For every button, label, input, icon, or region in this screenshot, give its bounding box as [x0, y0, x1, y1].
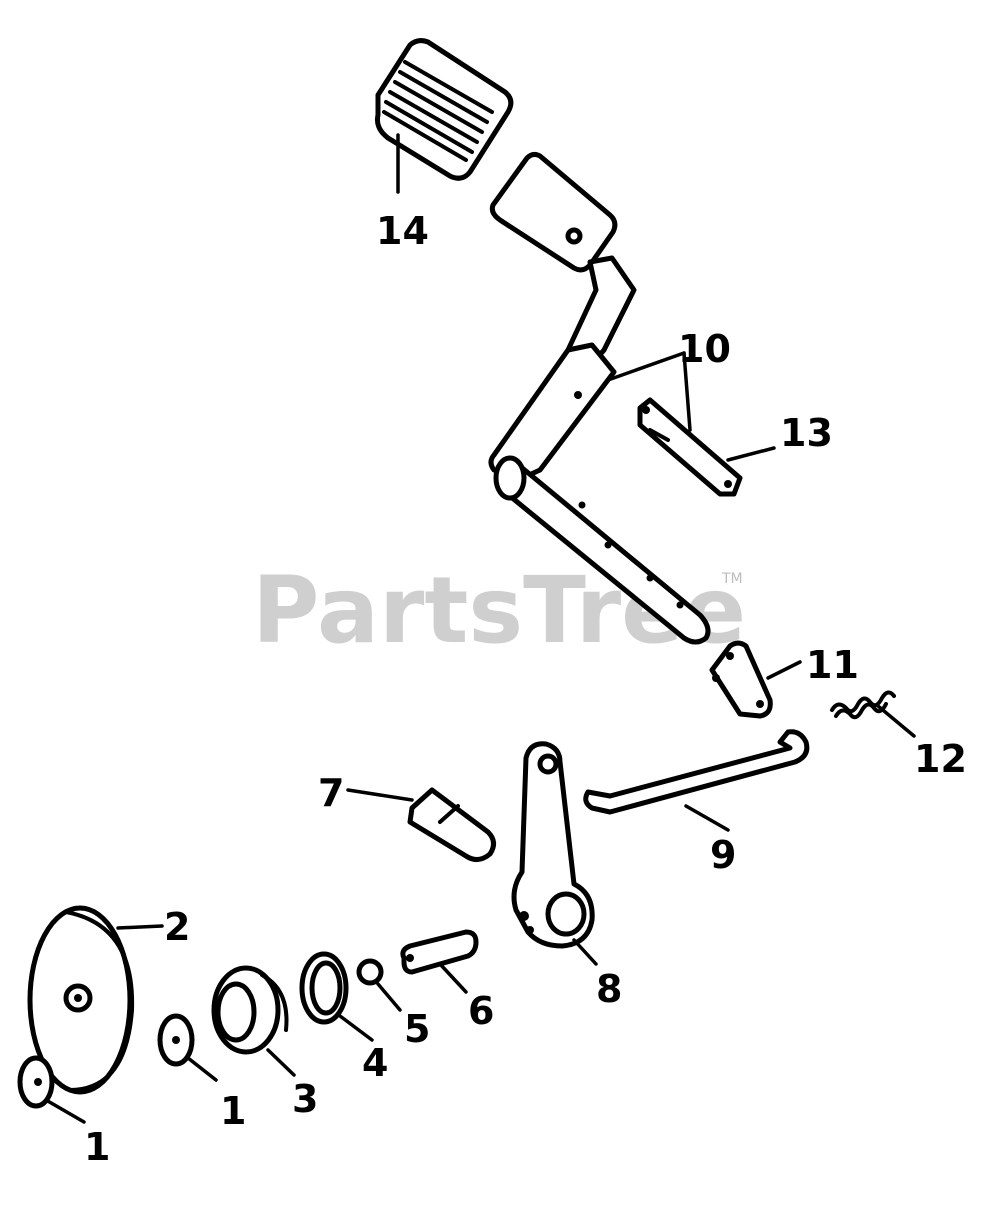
part-5-ball[interactable] — [356, 958, 384, 986]
watermark-trademark: TM — [721, 571, 743, 587]
part-9-rod[interactable] — [583, 729, 810, 815]
part-10-pedal-arm[interactable] — [488, 151, 711, 645]
callout-4: 4 — [362, 1041, 388, 1085]
callout-5: 5 — [404, 1007, 430, 1051]
callout-1-upper: 1 — [220, 1089, 246, 1133]
callout-7: 7 — [318, 771, 344, 815]
callout-12: 12 — [914, 737, 967, 781]
callout-14: 14 — [376, 209, 429, 253]
part-6-pin[interactable] — [400, 929, 479, 975]
callout-13: 13 — [780, 411, 833, 455]
part-1-washer-lower[interactable] — [17, 1055, 55, 1109]
part-3-bushing[interactable] — [211, 965, 289, 1055]
part-4-ring[interactable] — [299, 951, 349, 1025]
callout-1-lower: 1 — [84, 1125, 110, 1169]
leader-lines — [44, 133, 916, 1124]
part-8-lever[interactable] — [511, 741, 595, 949]
part-1-washer-upper[interactable] — [157, 1013, 195, 1067]
part-7-pin[interactable] — [407, 787, 496, 862]
part-11-plate[interactable] — [709, 640, 773, 719]
part-14-pedal-pad[interactable] — [375, 38, 514, 181]
part-12-spring[interactable] — [830, 690, 896, 720]
callout-2: 2 — [164, 905, 190, 949]
callout-8: 8 — [596, 967, 622, 1011]
callout-9: 9 — [710, 833, 736, 877]
part-2-pulley[interactable] — [27, 905, 135, 1095]
callout-6: 6 — [468, 989, 494, 1033]
callout-11: 11 — [806, 643, 859, 687]
callout-3: 3 — [292, 1077, 318, 1121]
part-13-bracket[interactable] — [637, 397, 743, 497]
callout-labels: 14 10 13 11 12 7 9 2 8 6 5 4 3 1 1 — [84, 209, 967, 1169]
callout-10: 10 — [678, 327, 731, 371]
